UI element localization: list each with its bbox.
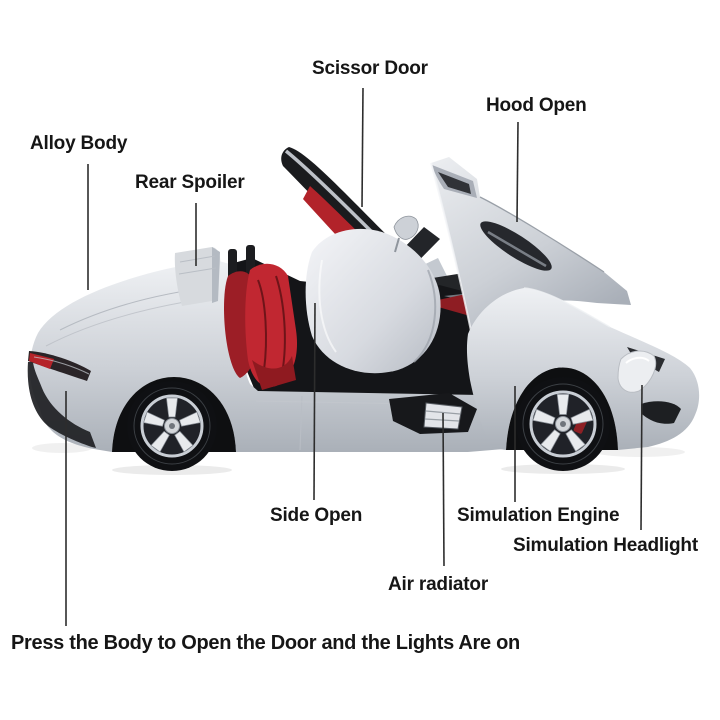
red-seats [224,245,298,390]
leader-side-open [313,302,316,501]
leader-scissor-door [361,87,364,208]
front-wheel [516,377,610,471]
leader-lines [65,87,643,626]
front-intake [641,401,681,424]
label-hood-open: Hood Open [486,95,587,116]
headlight [617,347,665,393]
label-rear-spoiler: Rear Spoiler [135,172,245,193]
leader-simulation-headlight [640,384,643,531]
label-air-radiator: Air radiator [388,574,489,595]
label-simulation-headlight: Simulation Headlight [513,535,698,556]
label-side-open: Side Open [270,505,363,526]
label-press-note: Press the Body to Open the Door and the … [11,632,520,654]
label-alloy-body: Alloy Body [30,133,128,154]
open-side-door [305,215,441,374]
label-simulation-engine: Simulation Engine [457,505,620,526]
rear-spoiler-hump [174,247,221,306]
label-scissor-door: Scissor Door [312,58,428,79]
rear-wheel [127,381,217,471]
leader-hood-open [516,121,519,223]
hood [430,157,631,332]
leader-air-radiator [442,412,445,567]
tail-light [27,351,96,448]
